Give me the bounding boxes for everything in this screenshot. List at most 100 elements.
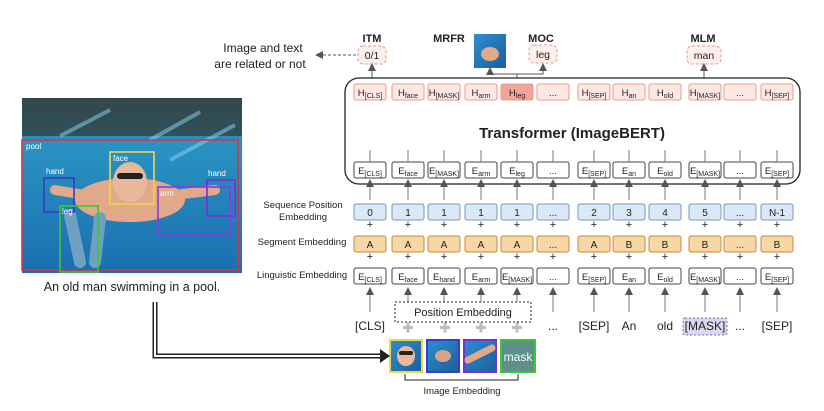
mlm-value: man	[694, 50, 715, 62]
output-cell	[723, 83, 757, 101]
input-label: E[SEP]	[765, 166, 789, 178]
segment-value: B	[626, 240, 633, 251]
plus-sign: +	[441, 251, 447, 263]
image-plus-signs	[403, 322, 522, 333]
position-cell	[536, 203, 570, 221]
output-label: ...	[549, 88, 557, 99]
segment-cell	[723, 235, 757, 253]
segment-cell	[612, 235, 646, 253]
position-embedding-box	[394, 301, 532, 323]
linguistic-label: Earm	[472, 272, 491, 284]
plus-sign: +	[737, 219, 743, 231]
linguistic-label: Ean	[622, 272, 636, 284]
linguistic-label: E[CLS]	[358, 272, 382, 284]
sequence-position-label-1: Sequence Position	[263, 200, 342, 211]
segment-value: A	[405, 240, 412, 251]
mask-token-box	[682, 317, 728, 336]
position-value: N-1	[769, 208, 786, 219]
input-label: Ean	[622, 166, 636, 178]
input-label: Eface	[398, 166, 418, 178]
region-label-face: face	[113, 154, 129, 163]
output-label: Hleg	[509, 88, 525, 100]
mask-label: mask	[504, 350, 534, 364]
token-8: old	[657, 319, 673, 333]
plus-sign: +	[478, 251, 484, 263]
segment-value: ...	[736, 240, 744, 251]
input-label: E[SEP]	[582, 166, 606, 178]
position-cell	[500, 203, 534, 221]
plus-sign: +	[591, 219, 597, 231]
region-label-hand: hand	[208, 169, 226, 178]
linguistic-cell	[577, 267, 611, 285]
position-cell	[353, 203, 387, 221]
image-embedding-bracket	[404, 374, 519, 381]
output-cell	[391, 83, 425, 101]
position-cell	[577, 203, 611, 221]
mlm-output-box	[686, 45, 722, 65]
output-label: Harm	[472, 88, 491, 100]
segment-value: B	[702, 240, 709, 251]
linguistic-label: Ehand	[433, 272, 455, 284]
plus-sign: +	[702, 251, 708, 263]
linguistic-label: E[MASK]	[502, 272, 532, 284]
moc-value: leg	[536, 49, 550, 61]
segment-cell	[577, 235, 611, 253]
linguistic-cell	[500, 267, 534, 285]
segment-cell	[760, 235, 794, 253]
position-value: 1	[514, 208, 520, 219]
output-cell	[648, 83, 682, 101]
linguistic-cell	[353, 267, 387, 285]
position-value: 1	[405, 208, 411, 219]
output-label: H[CLS]	[358, 88, 382, 100]
plus-sign: +	[550, 219, 556, 231]
output-label: Han	[622, 88, 637, 100]
position-value: ...	[736, 208, 744, 219]
plus-sign: +	[514, 251, 520, 263]
image-region-thumbnails: mask	[389, 339, 536, 373]
plus-sign: +	[737, 251, 743, 263]
output-cell	[612, 83, 646, 101]
output-cell	[688, 83, 722, 101]
region-box-pool	[21, 139, 239, 271]
position-value: ...	[549, 208, 557, 219]
output-label: Hold	[657, 88, 673, 100]
input-label: ...	[736, 166, 744, 177]
input-label: E[MASK]	[690, 166, 720, 178]
segment-cell	[391, 235, 425, 253]
output-label: H[SEP]	[765, 88, 790, 100]
linguistic-label: ...	[736, 272, 744, 283]
input-label: ...	[549, 166, 557, 177]
linguistic-cell	[612, 267, 646, 285]
segment-value: A	[514, 240, 521, 251]
plus-sign: +	[441, 219, 447, 231]
plus-sign: +	[367, 251, 373, 263]
segment-value: B	[662, 240, 669, 251]
sequence-position-label-2: Embedding	[279, 212, 327, 223]
token-6: [SEP]	[579, 319, 610, 333]
segment-cell	[688, 235, 722, 253]
region-box-hand	[206, 179, 236, 217]
segment-cell	[427, 235, 461, 253]
output-cell	[353, 83, 387, 101]
segment-value: A	[591, 240, 598, 251]
position-value: 1	[478, 208, 484, 219]
linguistic-cell	[648, 267, 682, 285]
linguistic-cell	[464, 267, 498, 285]
linguistic-label: E[SEP]	[765, 272, 789, 284]
token-5: ...	[548, 319, 558, 333]
output-label: Hface	[398, 88, 418, 100]
transformer-block	[344, 77, 801, 185]
output-cell	[427, 83, 461, 101]
region-label-leg: leg	[62, 207, 73, 216]
position-cell	[464, 203, 498, 221]
mrfr-feature-thumb	[474, 34, 506, 68]
photo-to-embedding-arrow	[152, 302, 382, 359]
position-cell	[760, 203, 794, 221]
position-cell	[612, 203, 646, 221]
itm-value: 0/1	[365, 50, 380, 62]
itm-title: ITM	[363, 33, 382, 45]
moc-title: MOC	[528, 33, 554, 45]
